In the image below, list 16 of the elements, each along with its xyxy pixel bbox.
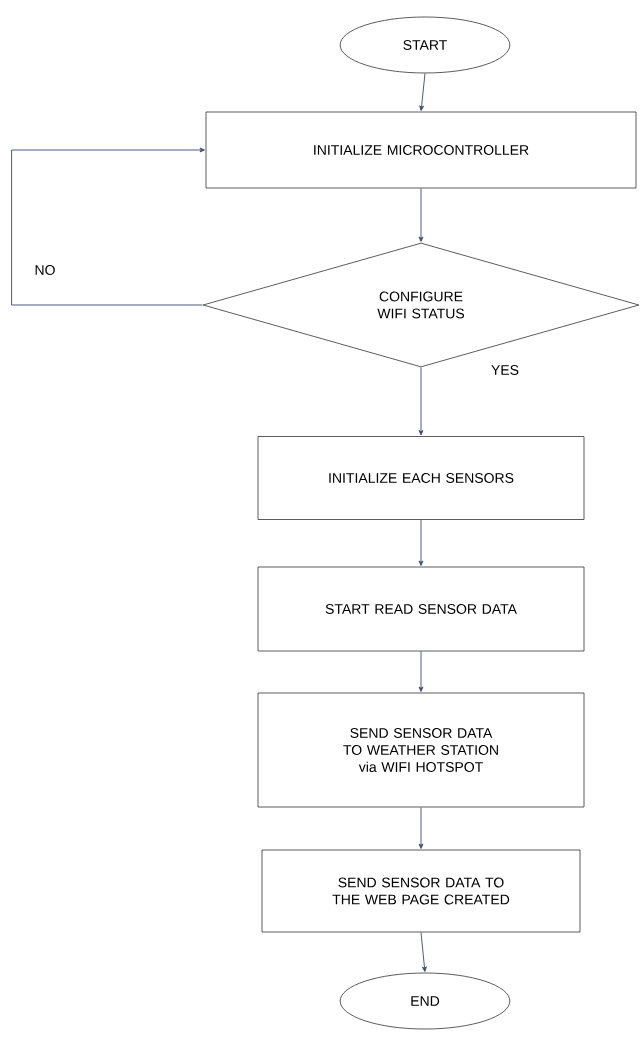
process-box: SEND SENSOR DATA TO WEATHER STATION via WIFI HOTSPOT — [257, 692, 585, 808]
arrow — [419, 72, 426, 111]
process-box: START READ SENSOR DATA — [257, 566, 585, 652]
process-box: INITIALIZE EACH SENSORS — [257, 436, 585, 520]
arrow — [418, 519, 424, 566]
arrow — [420, 931, 427, 972]
start-oval: START — [339, 16, 511, 74]
arrow — [418, 187, 424, 242]
arrow — [11, 147, 205, 306]
arrow — [418, 650, 424, 692]
arrow — [418, 366, 424, 436]
process-box: SEND SENSOR DATA TO THE WEB PAGE CREATED — [261, 849, 581, 933]
end-oval: END — [339, 972, 511, 1030]
arrow — [418, 806, 424, 849]
edge-label: NO — [33, 264, 57, 276]
process-box: INITIALIZE MICROCONTROLLER — [205, 111, 637, 189]
